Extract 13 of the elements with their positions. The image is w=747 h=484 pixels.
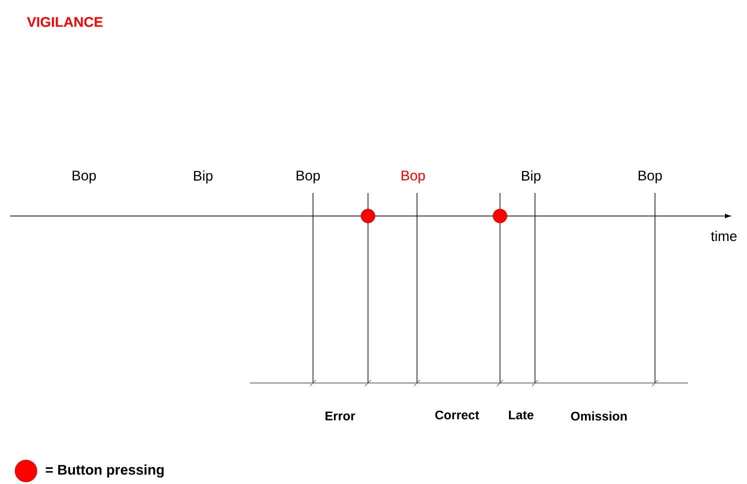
title: VIGILANCE: [27, 17, 103, 27]
event-label: Bop: [638, 170, 662, 184]
event-label: Bip: [194, 170, 213, 184]
event-label: Bop: [402, 170, 425, 184]
legend-text: = Button pressing: [46, 464, 164, 478]
outcome-label: Correct: [435, 410, 480, 420]
outcome-label: Error: [326, 412, 356, 420]
outcome-label: Late: [508, 410, 534, 420]
event-label: Bop: [296, 170, 320, 184]
outcome-label: Omission: [571, 411, 627, 421]
event-label: Bip: [522, 170, 541, 184]
event-label: Bop: [72, 170, 96, 184]
event-label: time: [711, 230, 737, 242]
